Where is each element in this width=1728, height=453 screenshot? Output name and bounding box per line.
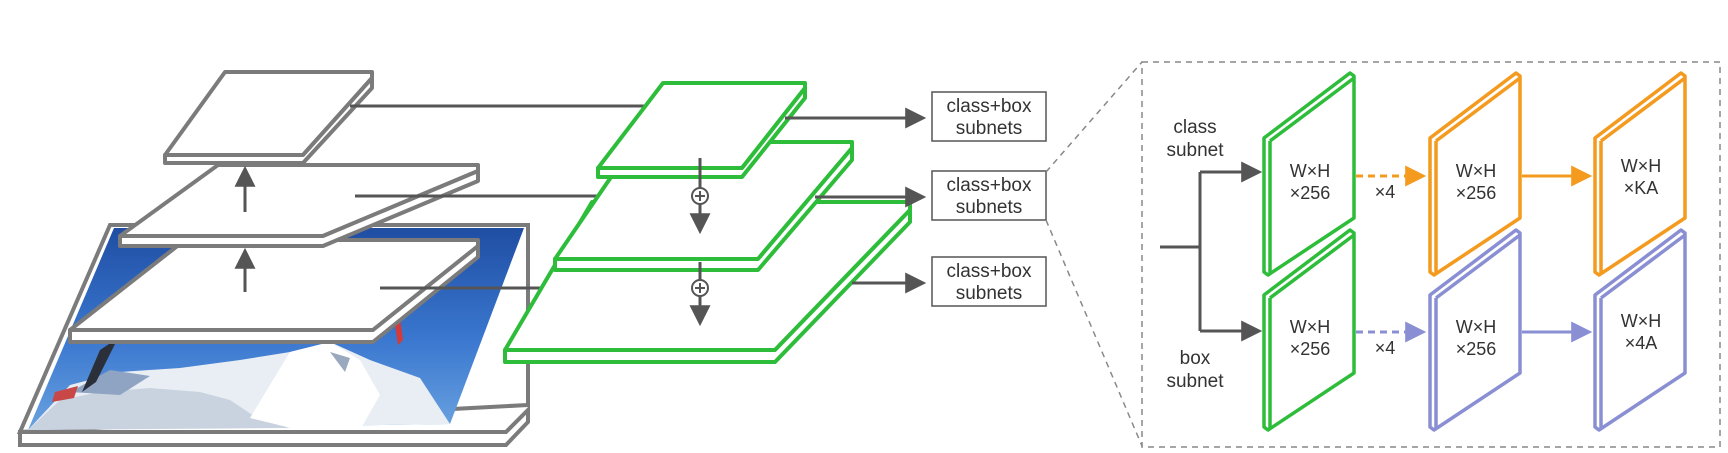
box-output: W×H ×4A	[1593, 228, 1687, 432]
subnet-detail-panel: class subnet box subnet W×H ×256 ×4 W×H …	[1141, 61, 1721, 448]
class-feature-2-line1: W×H	[1456, 161, 1497, 181]
subnet-box-3: class+box subnets	[931, 256, 1047, 307]
subnet-box-1-line2: subnets	[956, 118, 1023, 139]
plus-node-2	[691, 279, 709, 297]
zoom-line-bottom	[1045, 219, 1143, 447]
box-output-line1: W×H	[1621, 311, 1662, 331]
box-subnet-label-2: subnet	[1166, 371, 1224, 392]
class-feature-1: W×H ×256	[1262, 71, 1356, 277]
subnet-connections	[785, 107, 927, 294]
box-feature-2-line1: W×H	[1456, 317, 1497, 337]
class-output-line1: W×H	[1621, 156, 1662, 176]
box-feature-1: W×H ×256	[1262, 228, 1356, 432]
class-subnet-label-1: class	[1173, 117, 1216, 138]
subnet-box-3-line1: class+box	[946, 261, 1032, 282]
box-feature-1-line1: W×H	[1290, 317, 1331, 337]
subnet-box-2-line2: subnets	[956, 197, 1023, 218]
class-feature-2-line2: ×256	[1456, 183, 1497, 203]
subnet-box-2: class+box subnets	[931, 170, 1047, 221]
subnet-box-3-line2: subnets	[956, 283, 1023, 304]
class-output: W×H ×KA	[1593, 71, 1687, 277]
backbone-level-1	[163, 70, 374, 165]
box-feature-2: W×H ×256	[1428, 228, 1522, 432]
plus-node-1	[691, 187, 709, 205]
subnet-box-1-line1: class+box	[946, 96, 1032, 117]
backbone-level-2	[118, 163, 480, 248]
class-feature-1-line2: ×256	[1290, 183, 1331, 203]
class-repeat-label: ×4	[1375, 182, 1396, 202]
class-subnet-label-2: subnet	[1166, 140, 1224, 161]
box-feature-1-line2: ×256	[1290, 339, 1331, 359]
class-output-line2: ×KA	[1624, 178, 1659, 198]
feature-pyramid	[503, 81, 912, 364]
fpn-level-1	[596, 81, 807, 179]
class-feature-1-line1: W×H	[1290, 161, 1331, 181]
box-output-line2: ×4A	[1625, 333, 1658, 353]
class-feature-2: W×H ×256	[1428, 71, 1522, 277]
zoom-line-top	[1045, 61, 1143, 173]
box-repeat-label: ×4	[1375, 338, 1396, 358]
box-subnet-label-1: box	[1180, 348, 1211, 369]
backbone-pyramid	[16, 70, 530, 447]
box-feature-2-line2: ×256	[1456, 339, 1497, 359]
subnet-box-1: class+box subnets	[931, 91, 1047, 142]
subnet-box-2-line1: class+box	[946, 175, 1032, 196]
